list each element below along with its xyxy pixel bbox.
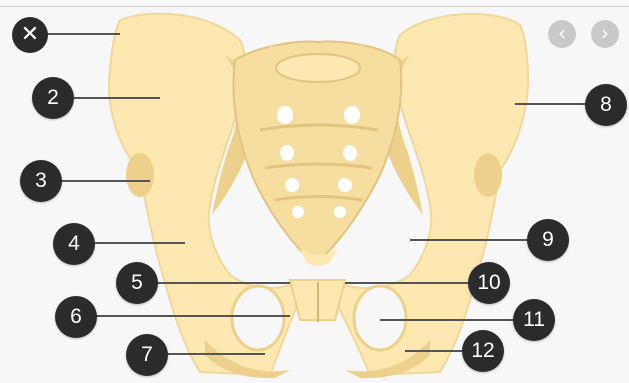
left-obturator-foramen <box>232 286 284 350</box>
left-acetabulum <box>126 153 154 197</box>
label-badge-10[interactable]: 10 <box>468 262 510 304</box>
sacral-foramen <box>277 106 293 124</box>
label-badge-2[interactable]: 2 <box>32 77 74 119</box>
label-badge-4[interactable]: 4 <box>53 223 95 265</box>
label-badge-8[interactable]: 8 <box>585 84 627 126</box>
right-obturator-foramen <box>354 286 406 350</box>
label-badge-11[interactable]: 11 <box>513 299 555 341</box>
label-badge-7[interactable]: 7 <box>126 334 168 376</box>
right-acetabulum <box>474 153 502 197</box>
sacral-foramen <box>344 106 360 124</box>
sacral-foramen <box>280 145 294 161</box>
sacral-foramen <box>292 206 304 218</box>
sacral-foramen <box>343 145 357 161</box>
label-badge-5[interactable]: 5 <box>116 262 158 304</box>
close-icon: ✕ <box>21 22 39 47</box>
close-button[interactable]: ✕ <box>12 17 48 53</box>
label-badge-9[interactable]: 9 <box>527 219 569 261</box>
label-badge-6[interactable]: 6 <box>55 296 97 338</box>
sacral-foramen <box>334 206 346 218</box>
next-button[interactable]: › <box>591 20 619 48</box>
sacral-promontory <box>276 54 360 82</box>
chevron-right-icon: › <box>601 21 609 45</box>
previous-button[interactable]: ‹ <box>548 20 576 48</box>
sacral-foramen <box>338 178 352 192</box>
label-badge-3[interactable]: 3 <box>20 160 62 202</box>
sacral-foramen <box>285 178 299 192</box>
label-badge-12[interactable]: 12 <box>462 330 504 372</box>
chevron-left-icon: ‹ <box>558 21 566 45</box>
